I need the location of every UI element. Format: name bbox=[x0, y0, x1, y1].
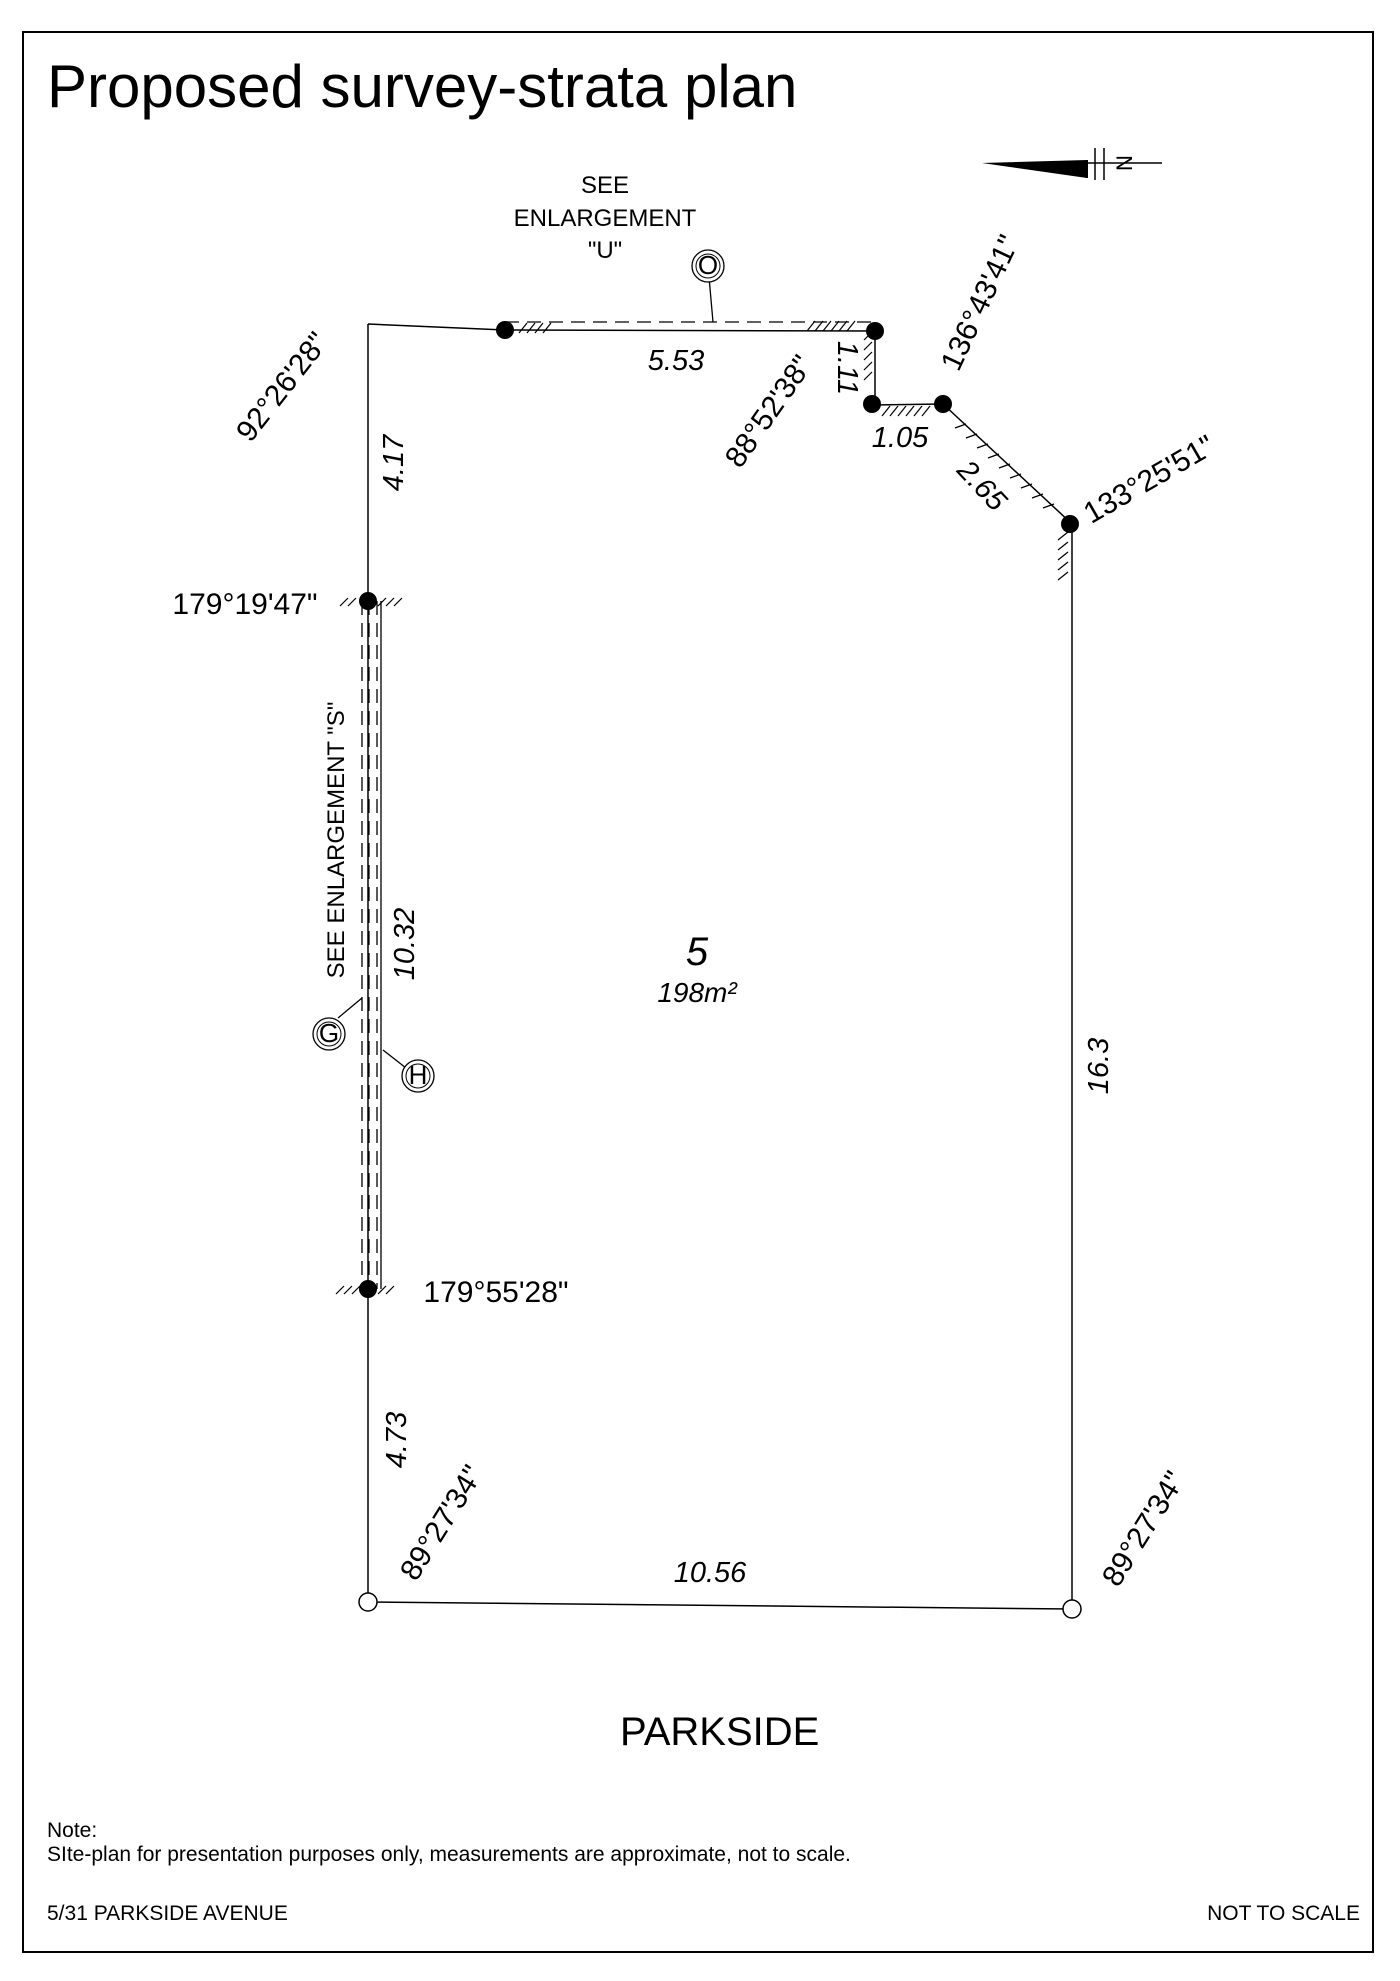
street-name: PARKSIDE bbox=[620, 1710, 820, 1754]
dim-diagonal: 2.65 bbox=[950, 454, 1013, 518]
note-heading: Note: bbox=[47, 1819, 98, 1842]
angle-left-lower: 179°55'28" bbox=[423, 1276, 568, 1309]
marker-h: H bbox=[382, 1049, 435, 1093]
dim-bottom: 10.56 bbox=[674, 1557, 747, 1589]
angle-notch-inner: 88°52'38" bbox=[719, 349, 820, 473]
dim-notch-vertical: 1.11 bbox=[831, 341, 863, 395]
dim-top: 5.53 bbox=[648, 345, 704, 377]
angle-diagonal-end: 133°25'51" bbox=[1078, 429, 1220, 530]
boundary-hatching bbox=[335, 320, 1069, 1295]
plan-title: Proposed survey-strata plan bbox=[47, 53, 798, 120]
survey-point bbox=[1061, 515, 1079, 533]
dim-left-middle: 10.32 bbox=[389, 908, 421, 981]
survey-point bbox=[359, 592, 377, 610]
survey-point-open bbox=[358, 1592, 378, 1612]
angle-top-left: 92°26'28" bbox=[230, 326, 335, 448]
survey-point bbox=[359, 1280, 377, 1298]
enlargement-u-line3: "U" bbox=[588, 237, 622, 264]
enlargement-u-line1: SEE bbox=[581, 172, 629, 199]
survey-points bbox=[358, 321, 1082, 1619]
footer-scale: NOT TO SCALE bbox=[1207, 1902, 1360, 1925]
enlargement-s-label: SEE ENLARGEMENT "S" bbox=[323, 702, 350, 979]
north-arrow-icon: N bbox=[982, 148, 1162, 180]
north-label: N bbox=[1112, 155, 1137, 171]
plan-frame bbox=[22, 31, 1374, 1953]
easement-lines bbox=[361, 321, 875, 1289]
survey-point bbox=[866, 322, 884, 340]
survey-point bbox=[934, 395, 952, 413]
dim-left-lower: 4.73 bbox=[381, 1412, 413, 1468]
dim-notch-horizontal: 1.05 bbox=[872, 422, 929, 454]
angle-bottom-right: 89°27'34" bbox=[1096, 1466, 1192, 1592]
footer-address: 5/31 PARKSIDE AVENUE bbox=[47, 1902, 288, 1925]
dim-right: 16.3 bbox=[1083, 1038, 1115, 1094]
svg-text:G: G bbox=[319, 1018, 339, 1048]
dim-left-upper: 4.17 bbox=[378, 433, 410, 491]
survey-point bbox=[496, 321, 514, 339]
svg-text:O: O bbox=[698, 250, 718, 280]
angle-left-upper: 179°19'47" bbox=[172, 588, 317, 621]
angle-bottom-left: 89°27'34" bbox=[394, 1460, 490, 1586]
survey-point-open bbox=[1062, 1599, 1082, 1619]
svg-text:H: H bbox=[409, 1060, 428, 1090]
enlargement-u-line2: ENLARGEMENT bbox=[514, 205, 697, 232]
marker-g: G bbox=[312, 997, 363, 1051]
lot-boundary bbox=[367, 323, 1073, 1610]
note-text: SIte-plan for presentation purposes only… bbox=[47, 1843, 851, 1866]
marker-o: O bbox=[691, 249, 725, 323]
angle-notch-outer: 136°43'41" bbox=[935, 230, 1026, 376]
lot-number: 5 bbox=[686, 930, 709, 974]
lot-area: 198m² bbox=[657, 977, 738, 1008]
survey-point bbox=[863, 395, 881, 413]
